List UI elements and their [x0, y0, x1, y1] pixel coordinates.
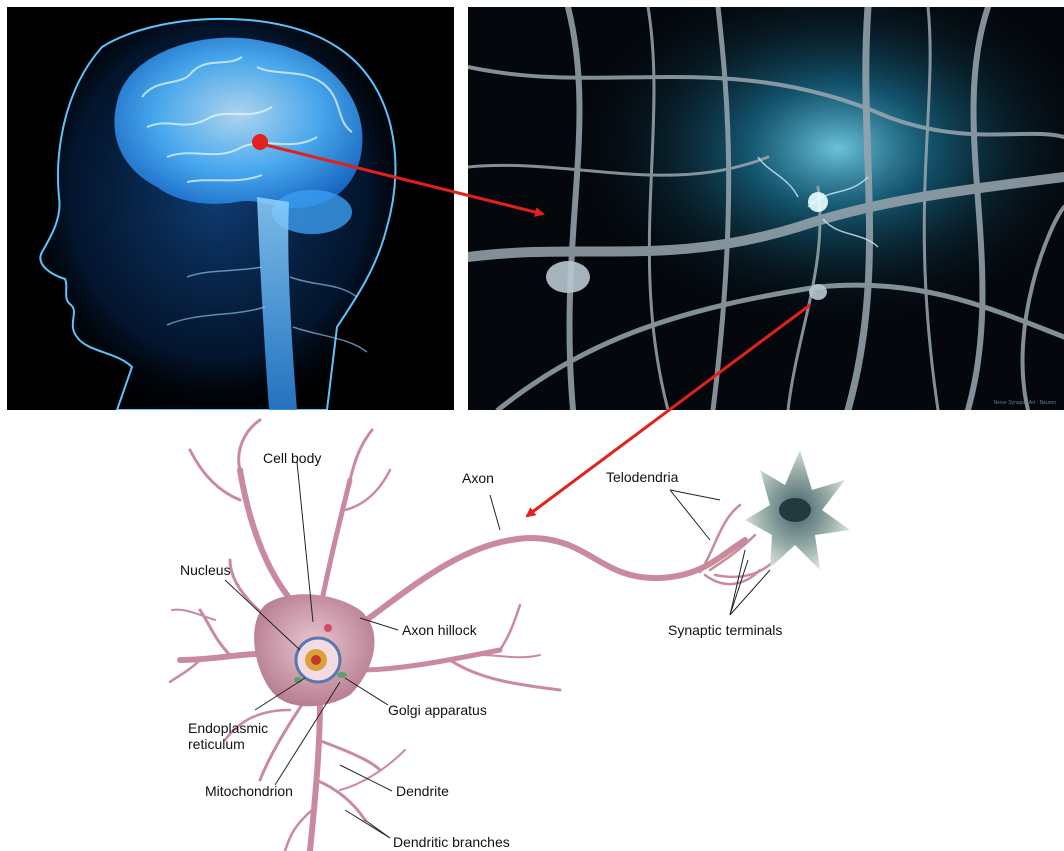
target-cell-nucleus: [779, 498, 811, 522]
label-cell-body: Cell body: [263, 450, 321, 466]
label-dendritic-branches: Dendritic branches: [393, 834, 510, 850]
leader-telodendria-1: [670, 490, 720, 500]
leader-synaptic-1: [730, 560, 748, 615]
neuron-illustration: [0, 410, 1064, 851]
brain-head-illustration: [7, 7, 454, 410]
label-golgi-apparatus: Golgi apparatus: [388, 702, 487, 718]
neuron-diagram: Cell body Axon Telodendria Nucleus Axon …: [0, 410, 1064, 851]
label-telodendria: Telodendria: [606, 469, 678, 485]
brain-origin-dot: [252, 134, 268, 150]
label-mitochondrion: Mitochondrion: [205, 783, 293, 799]
brain-head-image: [7, 7, 454, 410]
label-dendrite: Dendrite: [396, 783, 449, 799]
neural-network-illustration: [468, 7, 1064, 410]
neural-network-image: Nerve Synapse Art · Neuron: [468, 7, 1064, 410]
label-nucleus: Nucleus: [180, 562, 231, 578]
nucleolus-shape: [311, 655, 321, 665]
network-cell-body-center: [809, 284, 827, 300]
network-spark: [808, 192, 828, 212]
leader-dendritic-branches-2: [365, 820, 390, 838]
leader-dendritic-branches-1: [345, 810, 390, 838]
label-endoplasmic-reticulum: Endoplasmic reticulum: [188, 720, 298, 752]
vesicle: [324, 624, 332, 632]
leader-axon: [490, 495, 500, 530]
image-credit: Nerve Synapse Art · Neuron: [993, 400, 1056, 406]
label-axon: Axon: [462, 470, 494, 486]
label-axon-hillock: Axon hillock: [402, 622, 477, 638]
mitochondrion-shape: [337, 672, 347, 678]
leader-telodendria-2: [670, 490, 710, 540]
network-cell-body-left: [546, 261, 590, 293]
axon-shape: [360, 538, 745, 625]
label-synaptic-terminals: Synaptic terminals: [668, 622, 782, 638]
